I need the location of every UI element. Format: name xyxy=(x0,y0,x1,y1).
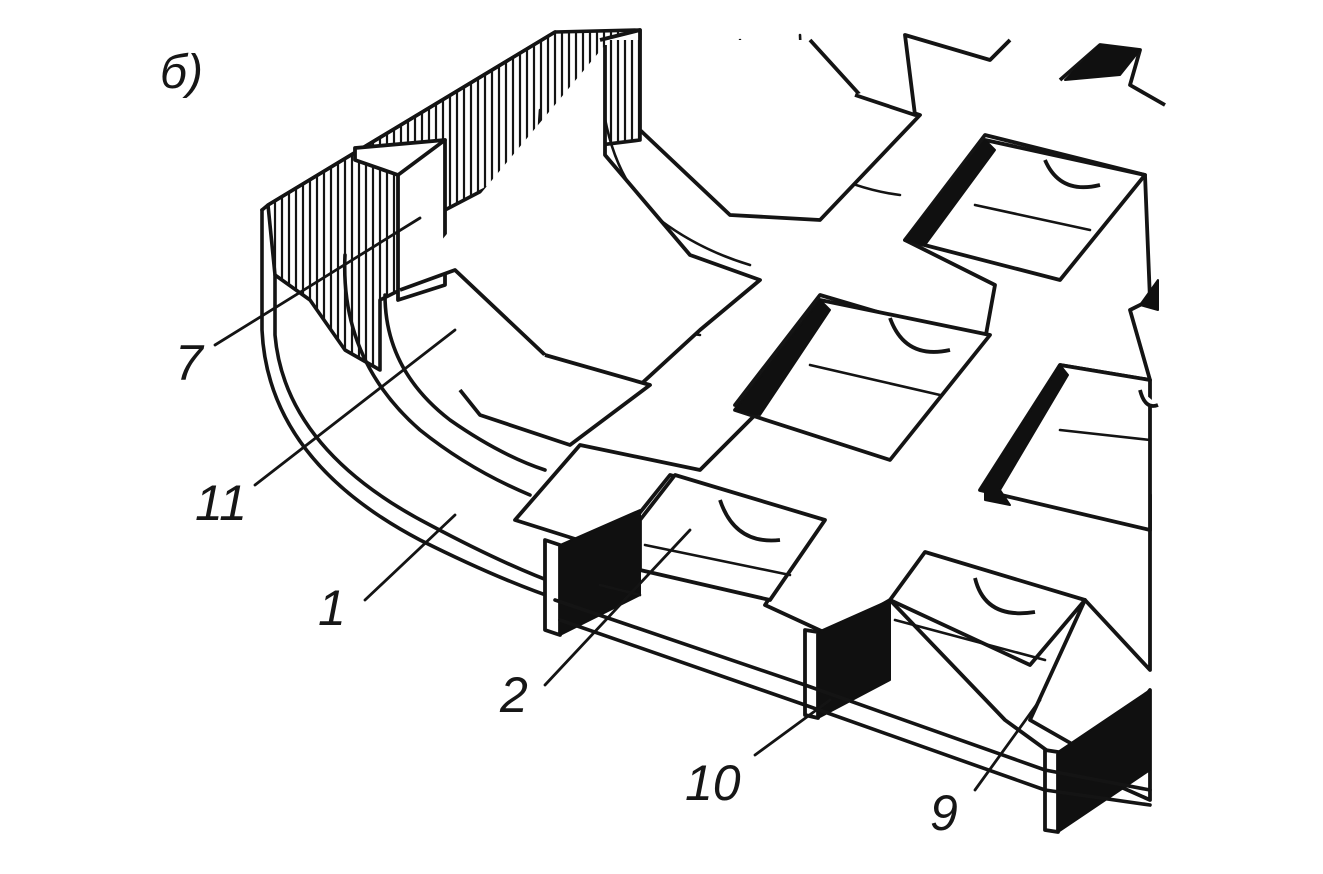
bilge-bracket xyxy=(342,138,547,497)
bottom-shell xyxy=(553,583,1152,807)
callout-1: 1 xyxy=(318,580,346,636)
callout-7: 7 xyxy=(175,335,205,391)
leader-1 xyxy=(363,513,457,602)
leader-2 xyxy=(543,528,692,687)
leader-lines xyxy=(213,216,1042,792)
floor-plates xyxy=(399,28,922,447)
leader-9 xyxy=(973,698,1042,792)
leader-7 xyxy=(213,216,422,347)
callout-10: 10 xyxy=(685,755,741,811)
leader-10 xyxy=(753,698,832,757)
callout-9: 9 xyxy=(930,785,958,841)
callout-11: 11 xyxy=(195,475,247,531)
panel-label: б) xyxy=(160,46,203,99)
callout-2: 2 xyxy=(499,667,528,723)
lightening-holes xyxy=(638,44,1159,667)
leader-11 xyxy=(253,328,457,487)
